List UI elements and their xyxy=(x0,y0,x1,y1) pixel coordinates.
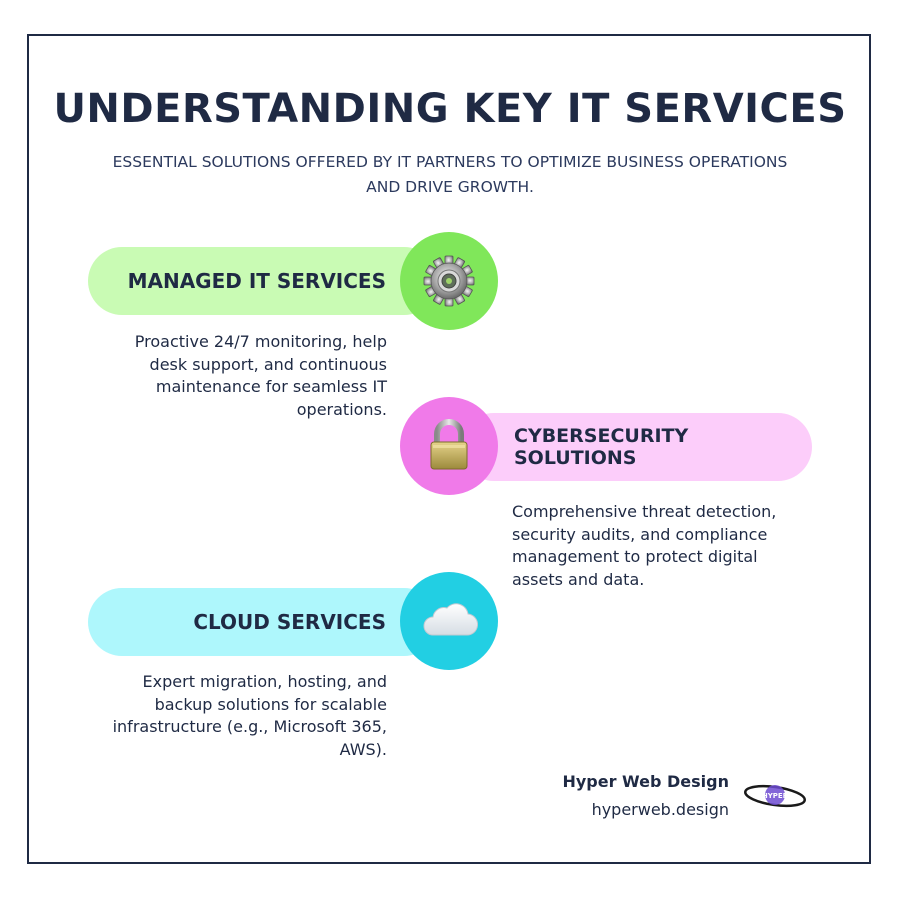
service-title-cybersecurity: CYBERSECURITY SOLUTIONS xyxy=(514,425,689,469)
padlock-icon xyxy=(430,419,468,470)
service-circle-cloud xyxy=(400,572,498,670)
service-title-managed-it: MANAGED IT SERVICES xyxy=(127,269,386,293)
service-description-cybersecurity: Comprehensive threat detection, security… xyxy=(512,502,777,589)
service-pill-managed-it: MANAGED IT SERVICES xyxy=(88,247,438,315)
service-pill-cloud: CLOUD SERVICES xyxy=(88,588,438,656)
cloud-icon xyxy=(423,603,479,636)
content-frame xyxy=(27,34,871,864)
brand-url[interactable]: hyperweb.design xyxy=(591,800,729,819)
service-pill-cybersecurity: CYBERSECURITY SOLUTIONS xyxy=(460,413,812,481)
logo-text: HYPER xyxy=(762,792,789,800)
page-subtitle: ESSENTIAL SOLUTIONS OFFERED BY IT PARTNE… xyxy=(112,153,788,196)
service-description-managed-it: Proactive 24/7 monitoring, help desk sup… xyxy=(134,332,387,419)
service-description-cloud: Expert migration, hosting, and backup so… xyxy=(112,672,387,759)
service-circle-managed-it xyxy=(400,232,498,330)
brand-name: Hyper Web Design xyxy=(562,772,729,791)
page-title: UNDERSTANDING KEY IT SERVICES xyxy=(53,86,847,132)
gear-icon xyxy=(423,255,475,307)
service-title-cloud: CLOUD SERVICES xyxy=(193,610,386,634)
hyperweb-logo-icon: HYPER xyxy=(744,784,806,808)
service-circle-cybersecurity xyxy=(400,397,498,495)
